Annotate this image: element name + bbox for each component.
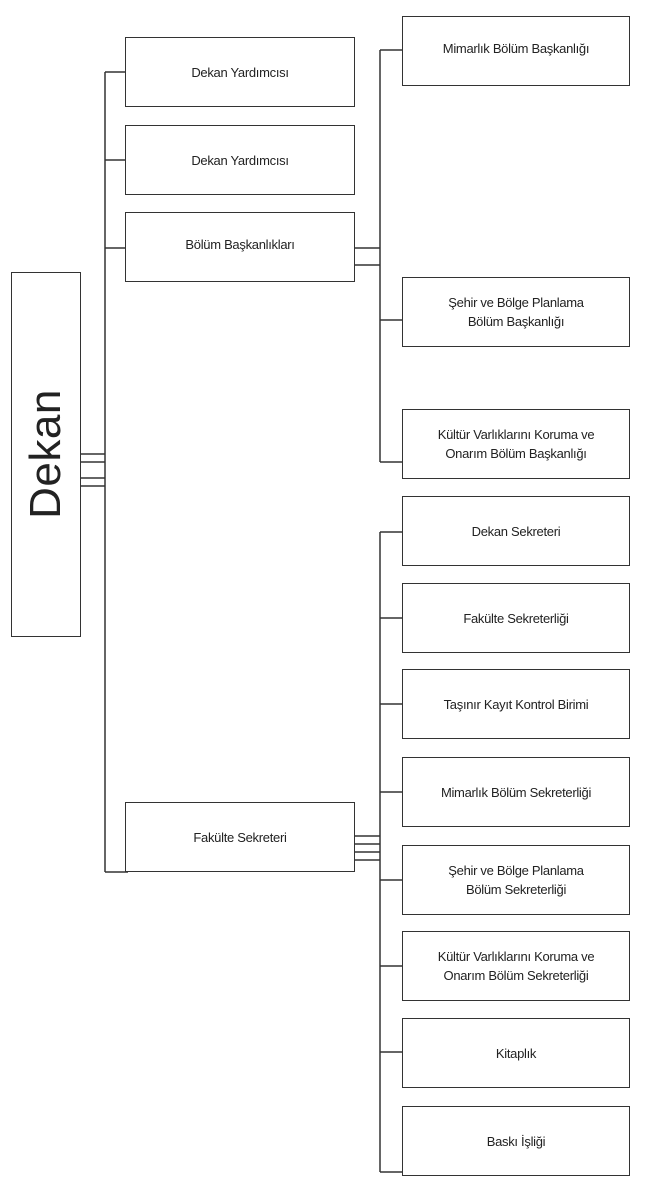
node-label: Mimarlık Bölüm Sekreterliği bbox=[440, 784, 592, 800]
node-kitaplik: Kitaplık bbox=[402, 1018, 630, 1088]
node-label: Dekan Yardımcısı bbox=[191, 152, 289, 168]
node-dekan-label: Dekan bbox=[21, 389, 70, 519]
node-label: Dekan Yardımcısı bbox=[191, 64, 289, 80]
node-label: Bölüm Başkanlıkları bbox=[185, 237, 295, 252]
node-dekan bbox=[11, 272, 81, 637]
node-label: Taşınır Kayıt Kontrol Birimi bbox=[443, 696, 589, 712]
node-dekan-yardimcisi-2: Dekan Yardımcısı bbox=[125, 125, 355, 195]
node-kultur-varliklari-bolum-sekreterligi: Kültür Varlıklarını Koruma ve Onarım Böl… bbox=[402, 931, 630, 1001]
node-baski-isligi: Baskı İşliği bbox=[402, 1106, 630, 1176]
node-label: Baskı İşliği bbox=[486, 1133, 546, 1149]
node-dekan-yardimcisi-1: Dekan Yardımcısı bbox=[125, 37, 355, 107]
node-label: Kültür Varlıklarını Koruma ve Onarım Böl… bbox=[437, 949, 595, 983]
node-bolum-baskanliklari: Bölüm Başkanlıkları bbox=[125, 212, 355, 282]
node-label: Fakülte Sekreterliği bbox=[463, 610, 569, 626]
node-sehir-bolge-planlama-bolum-baskanligi: Şehir ve Bölge Planlama Bölüm Başkanlığı bbox=[402, 277, 630, 347]
node-fakulte-sekreterligi: Fakülte Sekreterliği bbox=[402, 583, 630, 653]
node-fakulte-sekreteri: Fakülte Sekreteri bbox=[125, 802, 355, 872]
node-mimarlik-bolum-baskanligi: Mimarlık Bölüm Başkanlığı bbox=[402, 16, 630, 86]
node-label: Kültür Varlıklarını Koruma ve Onarım Böl… bbox=[437, 427, 595, 461]
node-mimarlik-bolum-sekreterligi: Mimarlık Bölüm Sekreterliği bbox=[402, 757, 630, 827]
node-label: Şehir ve Bölge Planlama Bölüm Başkanlığı bbox=[448, 295, 584, 329]
node-label: Mimarlık Bölüm Başkanlığı bbox=[442, 41, 590, 56]
node-label: Kitaplık bbox=[495, 1045, 537, 1061]
node-label: Şehir ve Bölge Planlama Bölüm Sekreterli… bbox=[448, 863, 584, 897]
node-tasinir-kayit-kontrol-birimi: Taşınır Kayıt Kontrol Birimi bbox=[402, 669, 630, 739]
node-sehir-bolge-planlama-bolum-sekreterligi: Şehir ve Bölge Planlama Bölüm Sekreterli… bbox=[402, 845, 630, 915]
node-kultur-varliklari-bolum-baskanligi: Kültür Varlıklarını Koruma ve Onarım Böl… bbox=[402, 409, 630, 479]
node-dekan-sekreteri: Dekan Sekreteri bbox=[402, 496, 630, 566]
node-label: Dekan Sekreteri bbox=[471, 523, 561, 539]
node-label: Fakülte Sekreteri bbox=[193, 829, 287, 845]
